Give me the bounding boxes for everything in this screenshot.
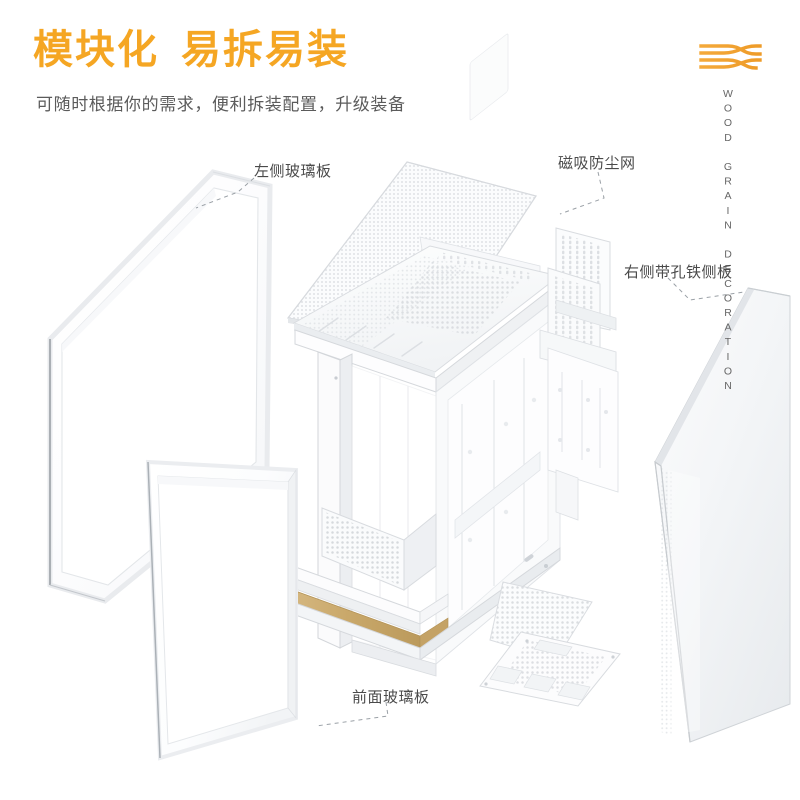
part-bottom-dust-filter — [479, 581, 621, 707]
part-top-perforated-panel — [292, 236, 561, 380]
part-chassis-frame — [275, 33, 561, 677]
callout-left-glass: 左侧玻璃板 — [254, 163, 332, 180]
part-front-glass-panel — [145, 459, 298, 761]
brand-logo: WOOD GRAIN DECORATION — [694, 30, 770, 395]
callout-front-glass: 前面玻璃板 — [352, 689, 430, 706]
wood-grain-icon — [699, 37, 762, 76]
page-subtitle: 可随时根据你的需求，便利拆装配置，升级装备 — [36, 95, 406, 114]
callout-dust-filter: 磁吸防尘网 — [558, 155, 636, 172]
leader-lines — [195, 171, 745, 727]
page-title-part2: 易拆易装 — [181, 28, 349, 72]
page-title-part1: 模块化 — [33, 28, 159, 72]
page-title: 模块化易拆易装 — [33, 30, 349, 70]
leader-right-steel — [667, 277, 745, 301]
brand-logo-text: WOOD GRAIN DECORATION — [722, 88, 734, 395]
part-rear-io-bracket — [539, 227, 619, 521]
leader-dust-filter — [559, 171, 605, 215]
part-right-steel-panel — [654, 287, 791, 743]
leader-left-glass — [195, 177, 255, 209]
callout-right-steel: 右侧带孔铁侧板 — [624, 264, 733, 281]
